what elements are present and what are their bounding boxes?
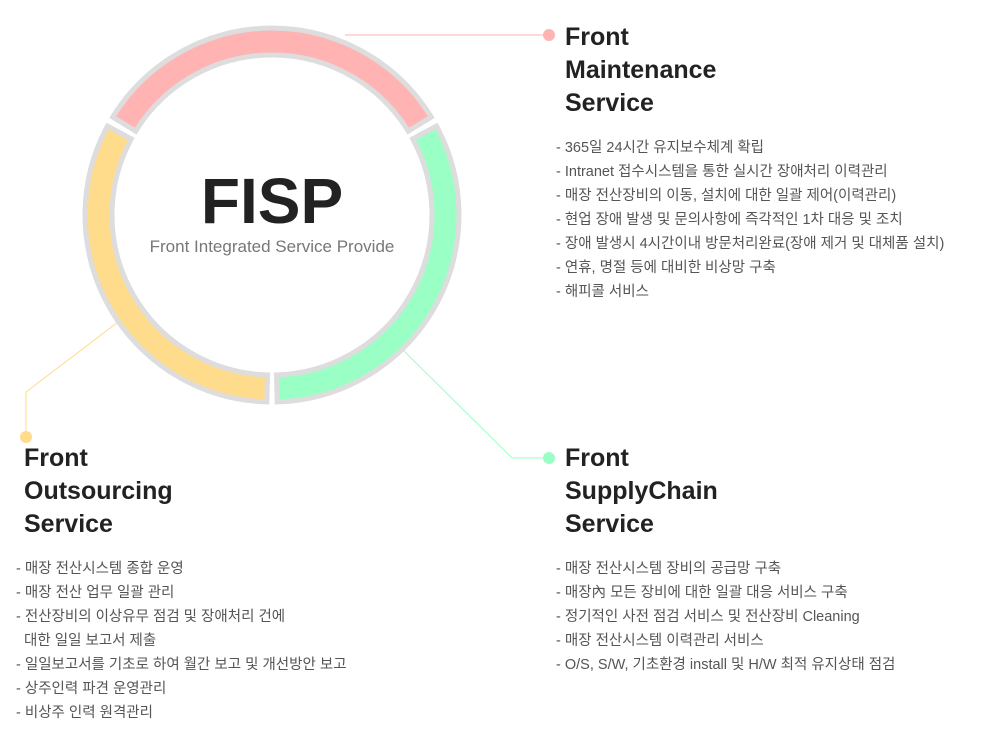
list-item: 대한 일일 보고서 제출 (16, 633, 157, 649)
outsourcing-connector-line (25, 321, 119, 437)
list-item: - 매장 전산시스템 종합 운영 (16, 561, 184, 577)
list-item: - 매장 전산장비의 이동, 설치에 대한 일괄 제어(이력관리) (556, 188, 897, 204)
outsourcing-title-line: Outsourcing (24, 477, 173, 505)
supplychain-title-line: Front (565, 444, 629, 472)
list-item: - 연휴, 명절 등에 대비한 비상망 구축 (556, 260, 776, 276)
list-item: - O/S, S/W, 기초환경 install 및 H/W 최적 유지상태 점… (556, 657, 896, 673)
supplychain-title-line: SupplyChain (565, 477, 718, 505)
maintenance-title-line: Service (565, 89, 654, 117)
list-item: - 현업 장애 발생 및 문의사항에 즉각적인 1차 대응 및 조치 (556, 212, 903, 228)
list-item: - 비상주 인력 원격관리 (16, 705, 153, 721)
list-item: - 매장 전산 업무 일괄 관리 (16, 585, 175, 601)
list-item: - 일일보고서를 기초로 하여 월간 보고 및 개선방안 보고 (16, 657, 347, 673)
list-item: - Intranet 접수시스템을 통한 실시간 장애처리 이력관리 (556, 164, 888, 180)
maintenance-list: - 365일 24시간 유지보수체계 확립 - Intranet 접수시스템을 … (556, 136, 944, 304)
maintenance-section: Front Maintenance Service - 365일 24시간 유지… (556, 21, 944, 304)
outsourcing-section: Front Outsourcing Service - 매장 전산시스템 종합 … (16, 442, 347, 725)
outsourcing-connector-dot (20, 431, 32, 443)
maintenance-connector-dot (543, 29, 555, 41)
supplychain-connector-line (397, 344, 549, 459)
list-item: - 매장內 모든 장비에 대한 일괄 대응 서비스 구축 (556, 585, 848, 601)
outsourcing-title: Front Outsourcing Service (24, 442, 347, 541)
list-item: - 매장 전산시스템 이력관리 서비스 (556, 633, 764, 649)
center-subtitle: Front Integrated Service Provide (150, 237, 395, 256)
maintenance-title-line: Front (565, 23, 629, 51)
list-item: - 상주인력 파견 운영관리 (16, 681, 167, 697)
supplychain-section: Front SupplyChain Service - 매장 전산시스템 장비의… (556, 442, 895, 677)
center-title: FISP (201, 165, 343, 237)
list-item: - 365일 24시간 유지보수체계 확립 (556, 140, 765, 156)
outsourcing-ring-segment (82, 122, 271, 405)
supplychain-connector-dot (543, 452, 555, 464)
supplychain-title: Front SupplyChain Service (565, 442, 895, 541)
outsourcing-title-line: Service (24, 510, 113, 538)
list-item: - 장애 발생시 4시간이내 방문처리완료(장애 제거 및 대체품 설치) (556, 236, 945, 252)
outsourcing-list: - 매장 전산시스템 종합 운영 - 매장 전산 업무 일괄 관리 - 전산장비… (16, 557, 347, 725)
outsourcing-title-line: Front (24, 444, 88, 472)
supplychain-list: - 매장 전산시스템 장비의 공급망 구축 - 매장內 모든 장비에 대한 일괄… (556, 557, 895, 677)
maintenance-ring-segment (109, 25, 435, 135)
supplychain-ring-segment (273, 122, 462, 405)
list-item: - 해피콜 서비스 (556, 284, 649, 300)
list-item: - 전산장비의 이상유무 점검 및 장애처리 건에 (16, 609, 286, 625)
supplychain-title-line: Service (565, 510, 654, 538)
list-item: - 매장 전산시스템 장비의 공급망 구축 (556, 561, 782, 577)
maintenance-title: Front Maintenance Service (565, 21, 944, 120)
maintenance-title-line: Maintenance (565, 56, 717, 84)
list-item: - 정기적인 사전 점검 서비스 및 전산장비 Cleaning (556, 609, 860, 625)
